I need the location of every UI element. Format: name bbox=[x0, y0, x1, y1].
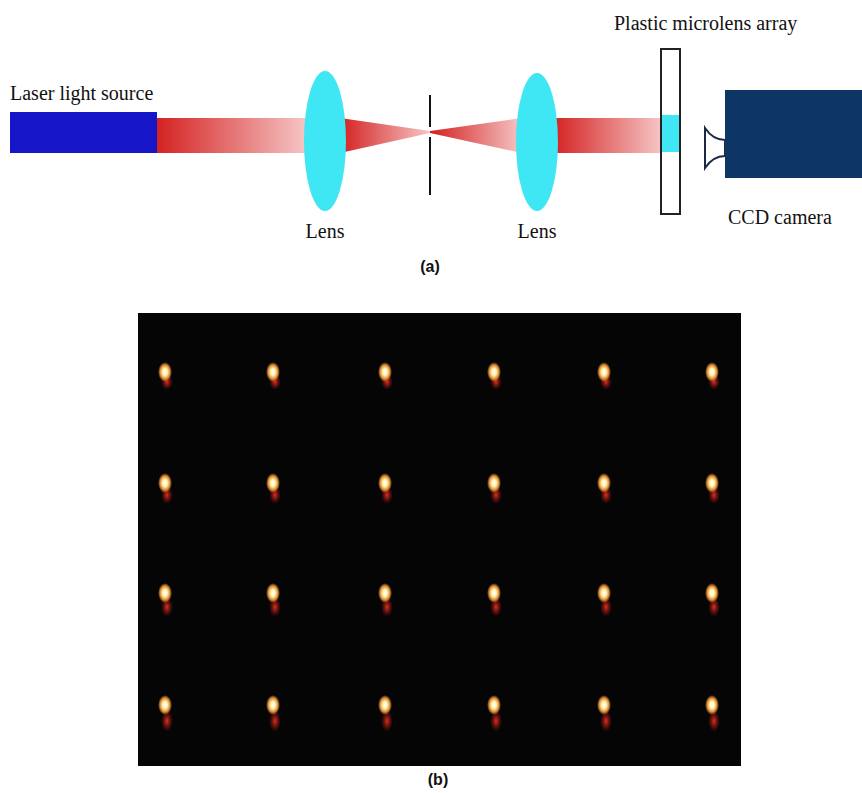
focal-spot bbox=[266, 583, 280, 603]
lens-shape bbox=[515, 72, 559, 212]
focal-spot bbox=[705, 695, 719, 715]
focal-spot bbox=[266, 473, 280, 493]
diverging-beam bbox=[430, 118, 522, 153]
laser-beam bbox=[155, 118, 307, 153]
focal-spot bbox=[487, 362, 501, 382]
focal-spot bbox=[158, 473, 172, 493]
focal-spot bbox=[705, 583, 719, 603]
microlens-element bbox=[662, 115, 679, 152]
component-label: CCD camera bbox=[728, 206, 832, 228]
focal-spot bbox=[487, 695, 501, 715]
lens: Lens bbox=[303, 70, 347, 212]
focal-spot bbox=[705, 473, 719, 493]
lens-outline bbox=[304, 71, 346, 211]
converging-beam bbox=[340, 118, 430, 153]
ccd-camera: CCD camera bbox=[725, 90, 862, 178]
focal-spot bbox=[597, 695, 611, 715]
camera-lens-hood bbox=[705, 128, 725, 168]
focal-spot bbox=[378, 473, 392, 493]
focal-spot bbox=[378, 362, 392, 382]
ccd-image bbox=[138, 313, 741, 766]
lens-shape bbox=[303, 70, 347, 212]
focal-spot bbox=[158, 583, 172, 603]
focal-spot bbox=[158, 362, 172, 382]
component-label: Plastic microlens array bbox=[614, 12, 797, 34]
focal-spot bbox=[378, 695, 392, 715]
focal-spot bbox=[266, 695, 280, 715]
component-label: Laser light source bbox=[10, 82, 153, 104]
focal-spot bbox=[597, 473, 611, 493]
focal-spot bbox=[378, 583, 392, 603]
collimated-beam bbox=[552, 118, 662, 153]
aperture-stop bbox=[429, 137, 431, 195]
aperture-stop bbox=[429, 95, 431, 127]
focal-spot bbox=[487, 473, 501, 493]
focal-spot bbox=[487, 583, 501, 603]
focal-spot-array bbox=[158, 362, 720, 732]
lens: Lens bbox=[515, 72, 559, 212]
focal-spot bbox=[705, 362, 719, 382]
panel-label: (a) bbox=[420, 258, 440, 276]
focal-spot bbox=[597, 583, 611, 603]
laser-source: Laser light source bbox=[10, 112, 157, 153]
focal-spot bbox=[597, 362, 611, 382]
microlens-array: Plastic microlens array bbox=[660, 48, 681, 215]
component-label: Lens bbox=[306, 220, 345, 242]
focal-spot bbox=[158, 695, 172, 715]
focal-spot bbox=[266, 362, 280, 382]
component-label: Lens bbox=[518, 220, 557, 242]
panel-label: (b) bbox=[428, 771, 448, 789]
lens-outline bbox=[516, 73, 558, 211]
